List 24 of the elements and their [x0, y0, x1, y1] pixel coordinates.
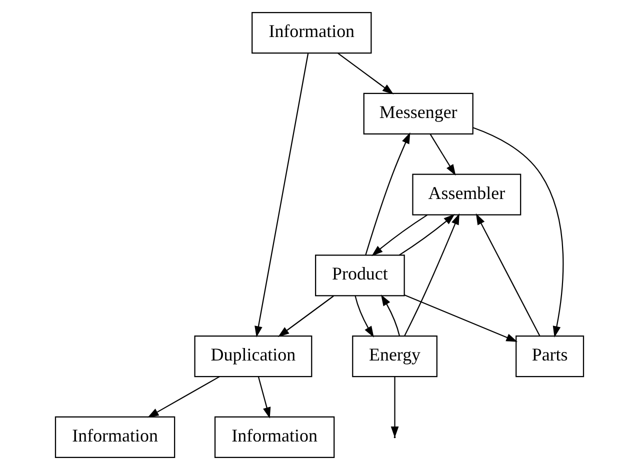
arrow: [404, 294, 518, 342]
node-box: Information: [252, 12, 372, 54]
arrow: [404, 213, 460, 336]
arrow: [472, 127, 564, 338]
arrow: [258, 376, 271, 419]
node-box: Product: [315, 254, 405, 296]
node-box: Assembler: [412, 174, 522, 216]
arrow: [354, 296, 374, 338]
arrow: [372, 214, 428, 256]
arrow: [338, 52, 394, 94]
arrow: [476, 213, 540, 336]
arrow: [430, 134, 456, 176]
node-box: Duplication: [194, 336, 312, 378]
arrow: [398, 214, 455, 256]
node-box: Information: [214, 416, 335, 458]
node-box: Messenger: [363, 92, 474, 134]
arrow: [380, 294, 400, 336]
node-box: Parts: [516, 336, 584, 378]
arrow: [254, 52, 309, 338]
arrow: [365, 132, 410, 256]
node-box: Energy: [352, 336, 438, 378]
arrow: [278, 296, 334, 337]
arrow: [147, 376, 220, 418]
node-box: Information: [54, 416, 176, 458]
